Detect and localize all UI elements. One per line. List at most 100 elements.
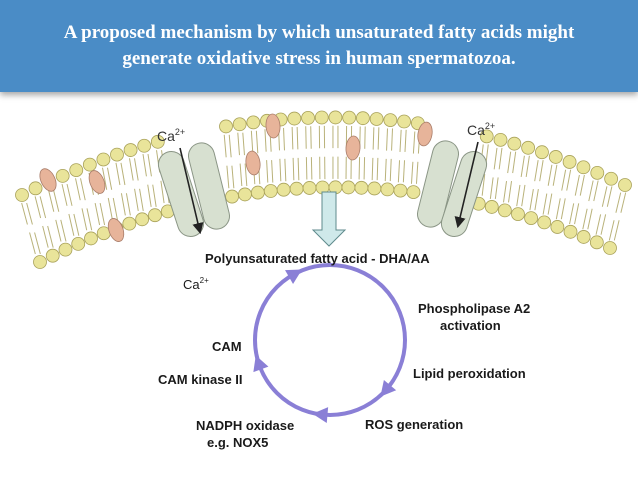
lipid-heads-outer (15, 110, 632, 202)
lipid-head (380, 182, 395, 197)
lipid-head (511, 207, 525, 222)
cam-label: CAM (212, 339, 242, 354)
lipid-head (150, 134, 165, 149)
lipid-tail (507, 151, 512, 174)
lipid-head (493, 132, 508, 147)
lipid-head (122, 216, 137, 231)
cycle-arrowhead (380, 380, 397, 397)
cycle-arrowhead (312, 407, 329, 424)
lipid-tail (582, 208, 588, 230)
lipid-head (497, 203, 512, 218)
lipid-tail (133, 158, 139, 181)
lipid-head (137, 138, 152, 153)
lipid-tail (371, 157, 374, 181)
lipid-head (276, 182, 291, 197)
lipid-tail (226, 165, 230, 189)
lipid-tail (29, 232, 36, 255)
title-bar: A proposed mechanism by which unsaturate… (0, 0, 638, 92)
lipid-head (355, 111, 370, 126)
cycle-ring (253, 263, 407, 417)
lipid-tail (620, 192, 627, 213)
pufa-label: Polyunsaturated fatty acid - DHA/AA (205, 251, 430, 266)
lipid-tail (34, 232, 41, 255)
lipid-tail (115, 162, 121, 186)
ca-cycle-label: Ca2+ (183, 276, 209, 292)
lipid-tail (292, 157, 295, 181)
lipid-tail (547, 193, 553, 215)
lipid-tail (391, 128, 394, 151)
phospholipase-label: Phospholipase A2 (418, 301, 530, 316)
lipid-tail (555, 198, 561, 220)
lipid-head (367, 181, 382, 196)
lipid-tail (493, 147, 498, 170)
lipid-tail (593, 180, 599, 202)
lipid-tail (21, 202, 28, 225)
lipid-head (521, 140, 536, 155)
lipid-tail (372, 127, 375, 150)
lipid-head (563, 224, 578, 239)
lipid-tail (534, 160, 539, 182)
lipid-tail (291, 126, 294, 150)
lipid-tail (297, 157, 300, 181)
calcium-entry-right: Ca2+ (454, 121, 495, 229)
ros-generation-label: ROS generation (365, 417, 463, 432)
lipid-head (71, 236, 86, 251)
lipid-tail (539, 160, 544, 182)
lipid-tail (547, 164, 553, 186)
lipid-tail (134, 188, 139, 212)
lipid-tail (66, 183, 73, 206)
lipid-head (69, 163, 84, 178)
lipid-head (28, 181, 43, 196)
lipid-tail (481, 174, 486, 196)
lipid-head (383, 113, 398, 128)
lipid-tail (271, 160, 274, 183)
cycle-arrowhead (285, 269, 303, 284)
lipid-tail (94, 202, 101, 226)
lipid-tail (588, 180, 594, 202)
lipid-head (148, 208, 162, 223)
lipid-tail (152, 184, 157, 207)
lipid-head (287, 111, 302, 126)
lipid-tail (60, 219, 67, 242)
lipid-tail (561, 169, 567, 191)
lipid-head (537, 215, 552, 230)
lipid-tail (231, 165, 235, 189)
lipid-tail (386, 128, 389, 151)
lipid-head (45, 248, 60, 263)
lipid-tail (412, 131, 416, 154)
lipid-head (314, 110, 329, 125)
lipid-head (576, 230, 591, 244)
lipid-head (603, 241, 617, 255)
lipid-tail (128, 158, 134, 181)
lipid-head (604, 171, 619, 186)
lipid-head (58, 242, 73, 257)
lipid-tail (68, 213, 75, 236)
lipid-tail (587, 208, 593, 230)
lipid-head (84, 231, 98, 246)
lipid-tail (552, 164, 558, 186)
lipid-head (590, 165, 605, 180)
lipid-tail (542, 193, 548, 215)
lipid-tail (106, 167, 113, 190)
lipid-tail (86, 208, 93, 231)
lipid-tail (139, 188, 144, 212)
lipid-tail (402, 160, 406, 183)
lipid-tail (601, 186, 608, 207)
lipid-tail (48, 189, 55, 212)
lipid-tail (142, 154, 147, 177)
lipid-tail (415, 161, 419, 184)
lipid-head (219, 119, 233, 134)
lipid-peroxidation-label: Lipid peroxidation (413, 366, 526, 381)
lipid-tail (600, 214, 607, 235)
lipid-tail (160, 180, 165, 204)
lipid-head (33, 255, 47, 269)
calcium-entry-left: Ca2+ (157, 127, 204, 235)
lipid-tail (255, 130, 259, 154)
activation-label: activation (440, 318, 501, 333)
lipid-tail (489, 177, 494, 199)
lipid-head (369, 112, 384, 126)
lipid-tail (81, 208, 88, 231)
lipid-tail (503, 180, 508, 203)
lipid-head (550, 220, 565, 234)
